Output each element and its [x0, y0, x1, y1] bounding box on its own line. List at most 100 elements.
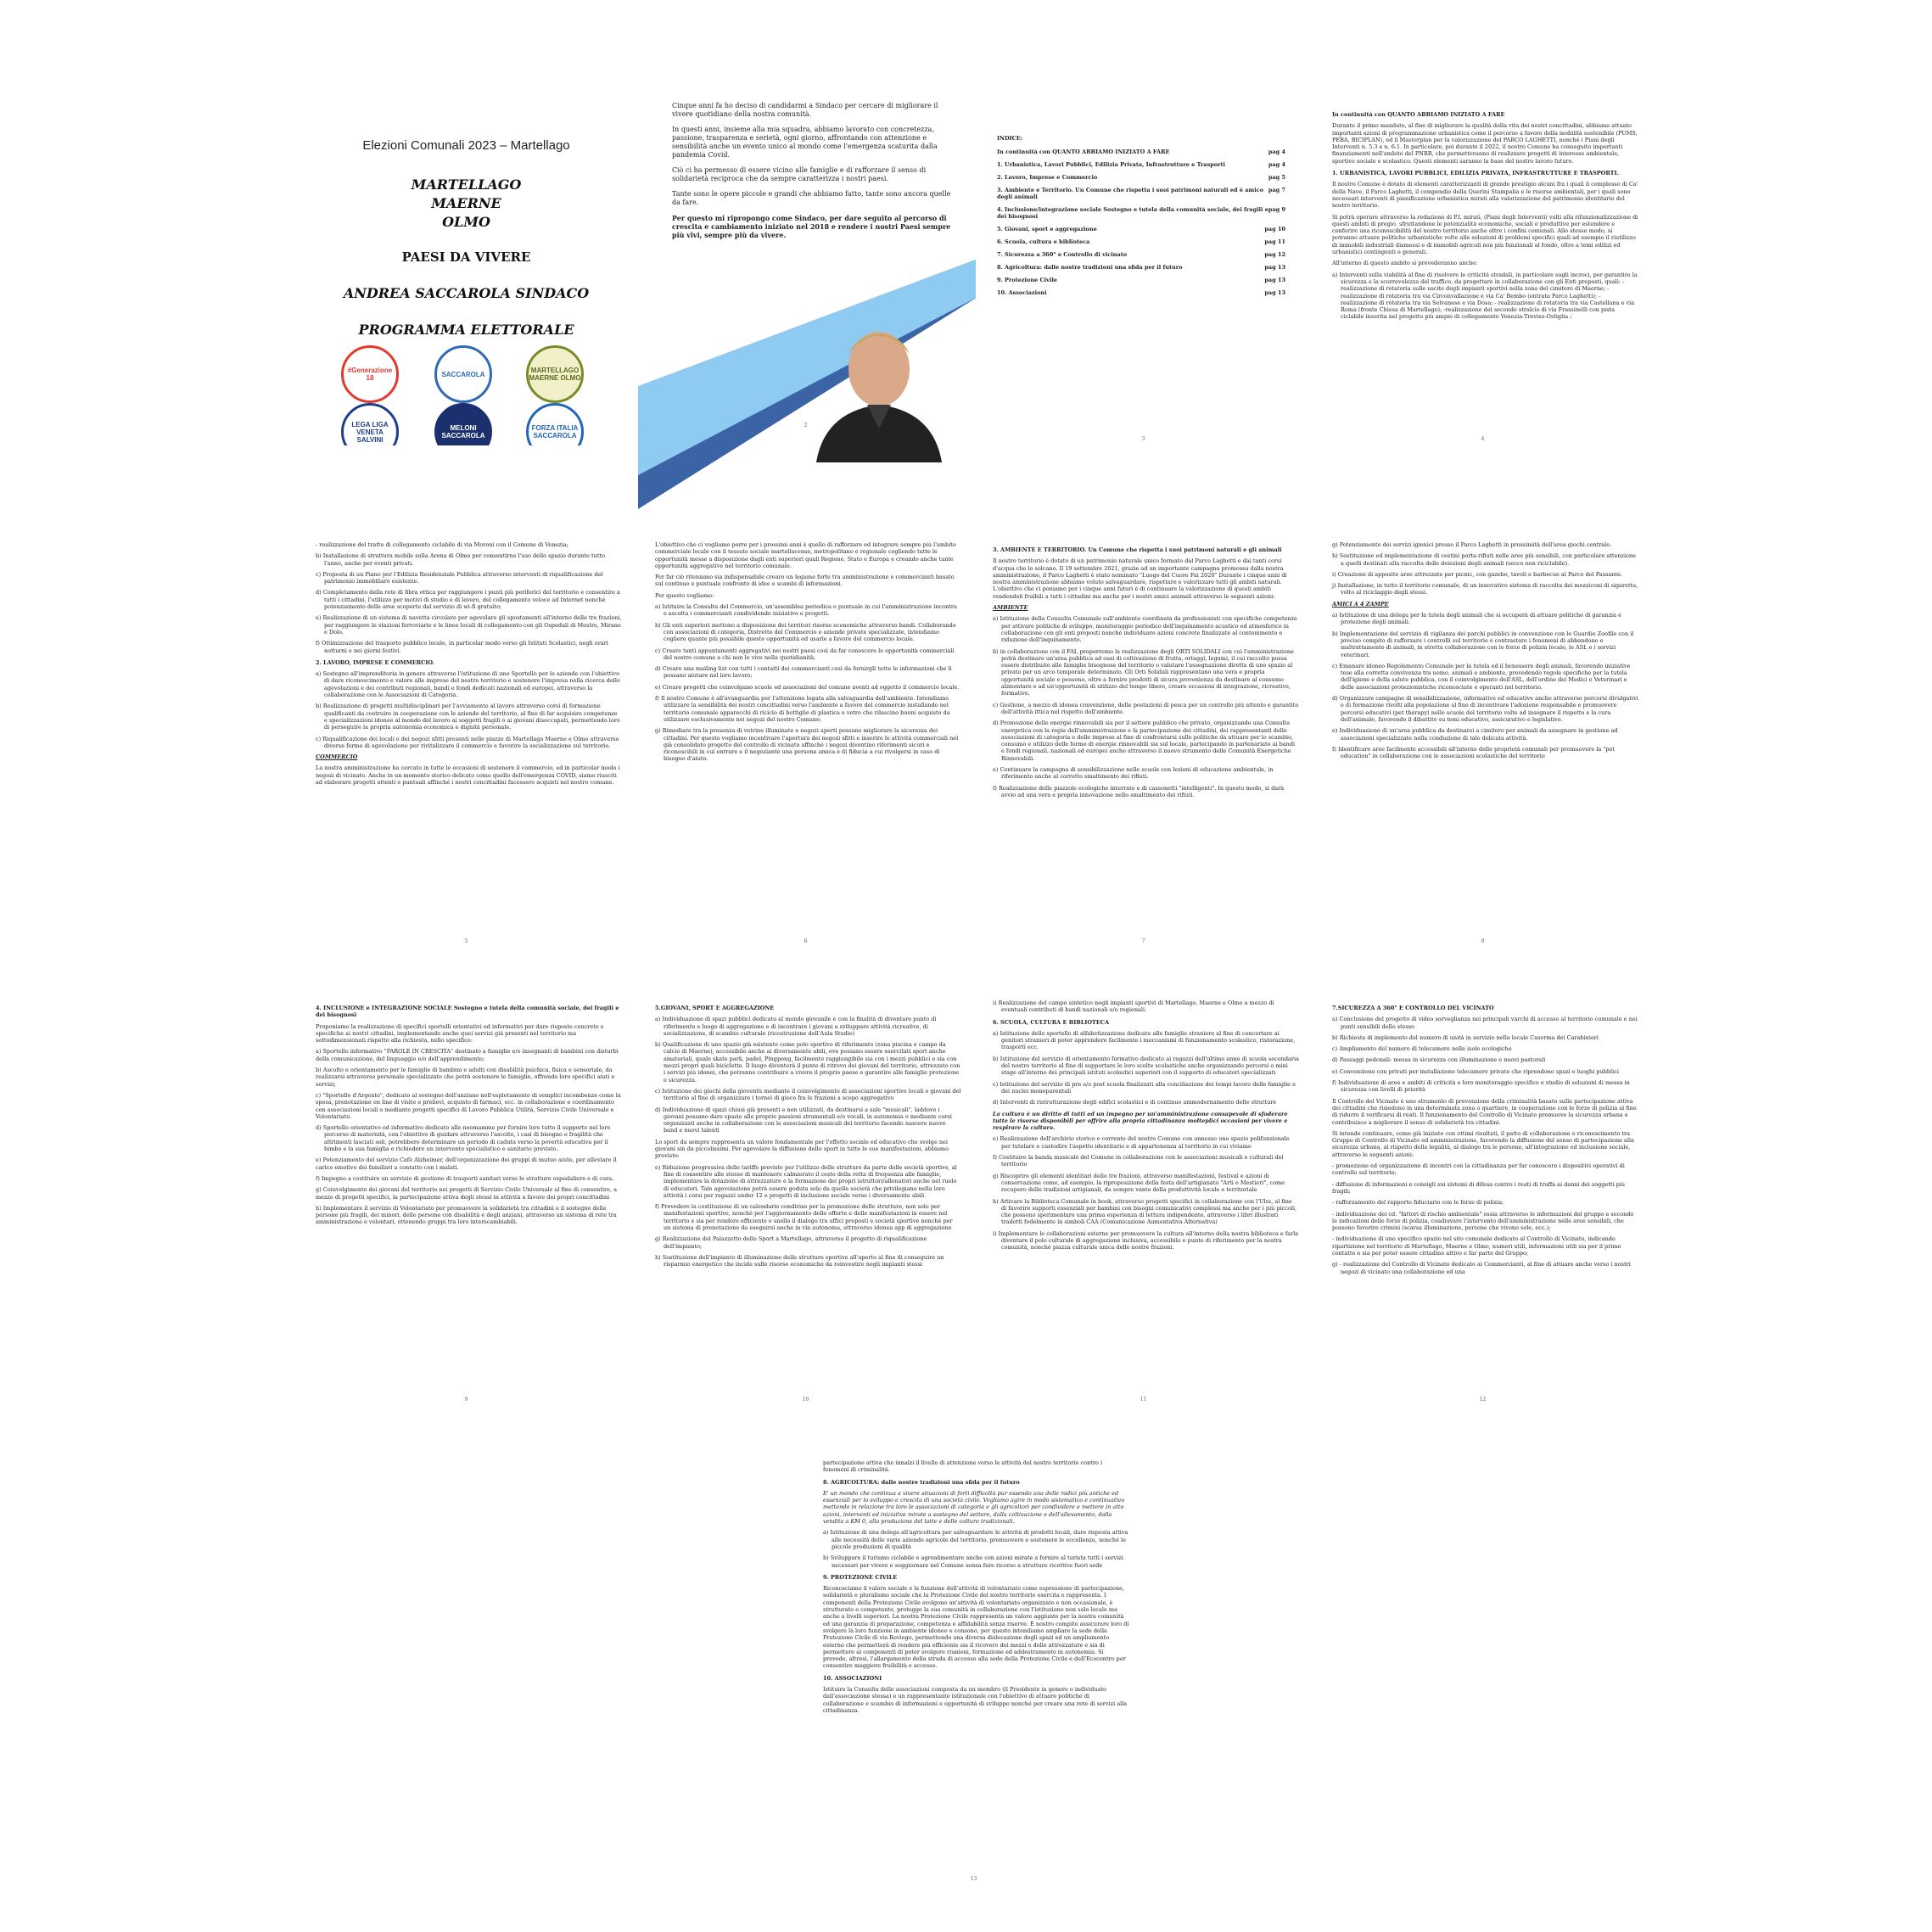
list-item: c) Emanare idoneo Regolamento Comunale p… [1332, 662, 1631, 691]
decorative-bands [638, 259, 977, 509]
page-number: 10 [802, 1397, 809, 1403]
page-12-text: 7.SICUREZZA A 360° E CONTROLLO DEL VICIN… [1332, 1000, 1638, 1280]
list-item: h) Implementare il servizio di Volontari… [316, 1204, 617, 1226]
paragraph: Il nostro Comune è dotato di elementi ca… [1332, 181, 1638, 210]
cover-town-3: OLMO [442, 214, 490, 230]
page-9: 4. INCLUSIONE e INTEGRAZIONE SOCIALE Sos… [299, 994, 634, 1406]
section-heading: 2. LAVORO, IMPRESE E COMMERCIO. [316, 658, 434, 666]
page-11-text: i) Realizzazione del campo sintetico neg… [993, 1000, 1299, 1256]
list-item: b) Istituzione del servizio di orientame… [993, 1055, 1299, 1077]
page-10-text: 5.GIOVANI, SPORT E AGGREGAZIONE a) Indiv… [655, 1000, 961, 1273]
list-item: i) Realizzazione del campo sintetico neg… [993, 1000, 1274, 1014]
list-item: e) Convenzione con privati per installaz… [1332, 1067, 1619, 1075]
list-item: - individuazione dei cd. "fattori di ris… [1332, 1210, 1634, 1232]
list-item: b) Sviluppare il turismo ciclabile e agr… [823, 1554, 1123, 1569]
page-9-text: 4. INCLUSIONE e INTEGRAZIONE SOCIALE Sos… [316, 1000, 622, 1230]
page-10: 5.GIOVANI, SPORT E AGGREGAZIONE a) Indiv… [638, 994, 973, 1406]
list-item: b) Implementazione del servizio di vigil… [1332, 630, 1634, 658]
page-1-cover: Elezioni Comunali 2023 – Martellago MART… [299, 106, 634, 445]
list-item: h) Attivare la Biblioteca Comunale in bo… [993, 1197, 1297, 1226]
page-7: 3. AMBIENTE E TERRITORIO. Un Comune che … [976, 536, 1311, 948]
letter-paragraph: Tante sono le opere piccole e grandi che… [672, 190, 951, 206]
letter-text: Cinque anni fa ho deciso di candidarmi a… [672, 102, 956, 246]
list-item: g) Coinvolgimento dei giovani del territ… [316, 1186, 617, 1201]
list-item: e) Potenziamento del servizio Cafè Alzhe… [316, 1156, 617, 1171]
list-item: g) Realizzazione del Palazzetto dello Sp… [655, 1235, 927, 1250]
cover-title: Elezioni Comunali 2023 – Martellago [362, 138, 570, 153]
list-item: e) Realizzazione di un sistema di navett… [316, 614, 622, 636]
candidate-photo [816, 332, 942, 462]
paragraph: Il nostro territorio è dotato di un patr… [993, 557, 1287, 600]
list-item: a) Individuazione di spazi pubblici dedi… [655, 1016, 937, 1037]
section-heading: In continuità con QUANTO ABBIAMO INIZIAT… [1332, 111, 1505, 118]
logo-civic-list: MARTELLAGO MAERNE OLMO [526, 345, 584, 403]
list-item: f) Impegno a costituire un servizio di g… [316, 1174, 614, 1182]
light-blue-band [638, 259, 977, 475]
page-13: partecipazione attiva che innalzi il liv… [806, 1453, 1141, 1885]
list-item: a) Istituzione della Consulta Comunale s… [993, 615, 1297, 644]
page-number: 4 [1481, 436, 1485, 442]
page-number: 6 [804, 938, 808, 944]
index-row[interactable]: 1. Urbanistica, Lavori Pubblici, Edilizi… [997, 161, 1285, 168]
list-item: d) Promozione delle energie rinnovabili … [993, 720, 1296, 762]
list-item: a) Istituire la Consulta del Commercio, … [655, 603, 957, 618]
paragraph: Si potrà operare attraverso la redazione… [1332, 213, 1638, 256]
page-number: 1 [464, 436, 468, 442]
list-item: h) Sostituzione dell'impianto di illumin… [655, 1253, 944, 1268]
list-item: - individuazione di uno specifico spazio… [1332, 1235, 1621, 1257]
list-item: b) Realizzazione di progetti multidiscip… [316, 703, 620, 731]
light-blue-band-2 [638, 259, 977, 424]
list-item: b) Qualificazione di uno spazio già esis… [655, 1041, 960, 1084]
cover-program: PROGRAMMA ELETTORALE [358, 322, 574, 338]
letter-paragraph: Per questo mi ripropongo come Sindaco, p… [672, 214, 951, 239]
sub-heading: AMBIENTE [993, 604, 1028, 612]
list-item: a) Conclusione del progetto di video sor… [1332, 1016, 1638, 1030]
paragraph: Riconosciamo il valore sociale e la funz… [823, 1585, 1129, 1670]
list-item: - rafforzamento del rapporto fiduciario … [1332, 1199, 1504, 1207]
paragraph: Istituire la Consulta delle associazioni… [823, 1686, 1128, 1714]
index-row[interactable]: 4. Inclusione/integrazione sociale Soste… [997, 206, 1285, 220]
page-6: L'obiettivo che ci vogliamo porre per i … [638, 536, 973, 948]
list-item: f) Identificare aree facilmente accessib… [1332, 745, 1615, 760]
list-item: c) Riqualificazione dei locali e dei neg… [316, 735, 619, 749]
paragraph: partecipazione attiva che innalzi il liv… [823, 1459, 1103, 1474]
list-item: b) Installazione di struttura mobile sul… [316, 552, 605, 567]
list-item: f) Costituire la banda musicale del Comu… [993, 1154, 1284, 1168]
section-heading: 1. URBANISTICA, LAVORI PUBBLICI, EDILIZI… [1332, 170, 1619, 177]
list-item: a) Interventi sulla viabilità al fine di… [1332, 271, 1638, 321]
page-3-index: INDICE: In continuità con QUANTO ABBIAMO… [976, 106, 1311, 445]
paragraph: Il Controllo del Vicinato è uno strument… [1332, 1097, 1637, 1126]
list-item: - realizzazione del tratto di collegamen… [316, 541, 568, 548]
list-item: g) - realizzazione del Controllo di Vici… [1332, 1261, 1631, 1275]
page-number: 8 [1481, 938, 1485, 944]
page-12: 7.SICUREZZA A 360° E CONTROLLO DEL VICIN… [1315, 994, 1650, 1406]
paragraph: Proponiamo la realizzazione di specifici… [316, 1022, 604, 1044]
page-8: g) Potenziamento dei servizi igienici pr… [1315, 536, 1650, 948]
index-row[interactable]: 7. Sicurezza a 360° e Controllo di vicin… [997, 251, 1285, 258]
list-item: f) Il nostro Comune è all'avanguardia pe… [655, 695, 950, 723]
page-11: i) Realizzazione del campo sintetico neg… [976, 994, 1311, 1406]
list-item: c) "Sportello d'Argento", dedicato al so… [316, 1091, 621, 1120]
page-2-letter: Cinque anni fa ho deciso di candidarmi a… [638, 93, 977, 509]
list-item: g) Potenziamento dei servizi igienici pr… [1332, 541, 1612, 548]
list-item: c) Proposta di un Piano per l'Edilizia R… [316, 570, 603, 585]
list-item: d) Sportello orientativo ed informativo … [316, 1124, 611, 1153]
logo-fratelli-italia: MELONI SACCAROLA [434, 403, 492, 445]
list-item: c) Istituzione del servizio di pre e/o p… [993, 1080, 1296, 1095]
cover-slogan: PAESI DA VIVERE [401, 249, 531, 265]
page-4: In continuità con QUANTO ABBIAMO INIZIAT… [1315, 106, 1650, 445]
section-heading: 9. PROTEZIONE CIVILE [823, 1573, 898, 1581]
list-item: g) Riscoprire gli elementi identitari de… [993, 1172, 1285, 1194]
page-number: 13 [970, 1876, 977, 1882]
index-row[interactable]: In continuità con QUANTO ABBIAMO INIZIAT… [997, 148, 1285, 155]
list-item: f) Ottimizzazione del trasporto pubblico… [316, 640, 608, 654]
list-item: e) Continuare la campagna di sensibilizz… [993, 766, 1274, 781]
page-number: 12 [1479, 1397, 1487, 1403]
index-row[interactable]: 8. Agricoltura: dalle nostre tradizioni … [997, 264, 1285, 271]
index-row[interactable]: 3. Ambiente e Territorio. Un Comune che … [997, 187, 1285, 200]
